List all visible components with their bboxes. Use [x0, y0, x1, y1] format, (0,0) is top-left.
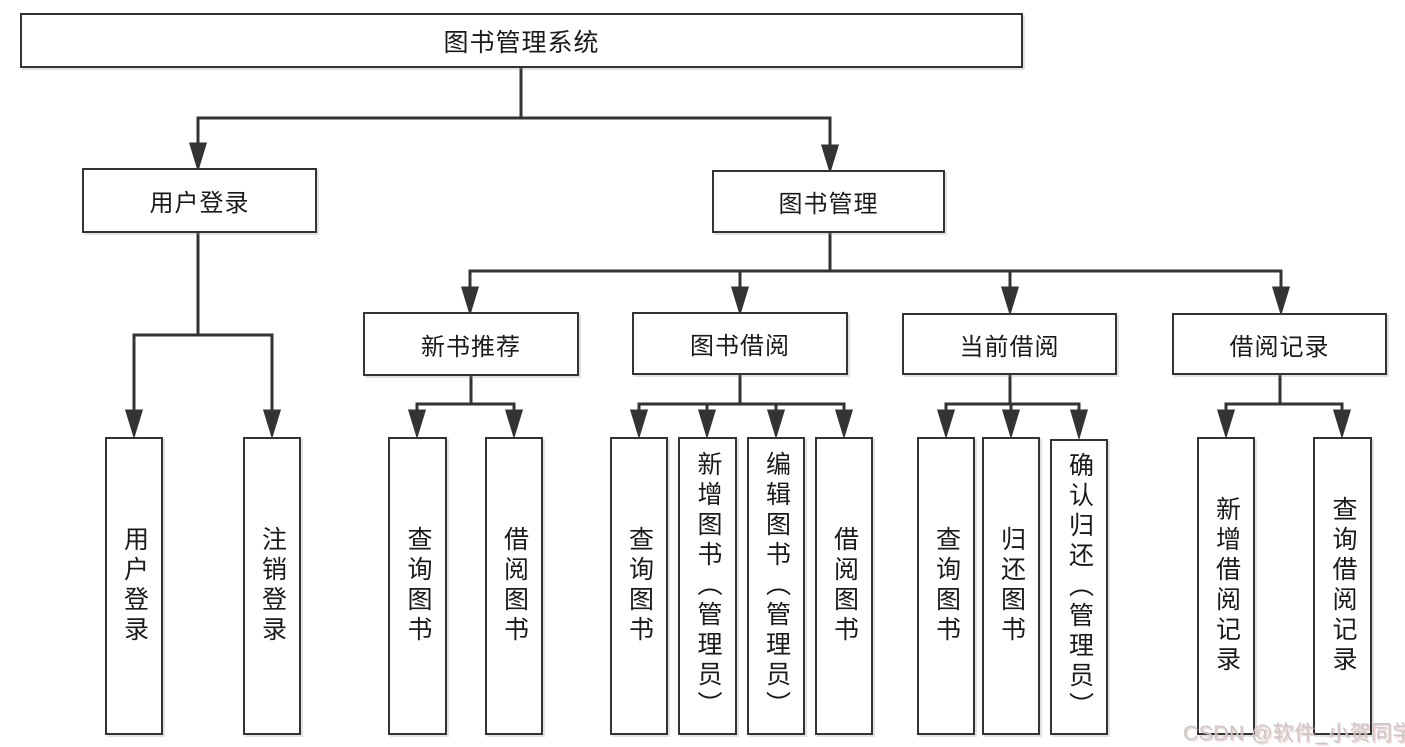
node-leaf-borrow-book-recommend: 借阅图书 [485, 437, 543, 735]
arrowhead-to-current-borrow [1000, 286, 1020, 317]
node-label: 查询借阅记录 [1329, 496, 1357, 676]
node-label: 图书管理 [778, 191, 879, 218]
node-label: 当前借阅 [959, 333, 1060, 361]
node-current-borrowing: 当前借阅 [902, 313, 1117, 375]
node-leaf-borrow-book: 借阅图书 [815, 437, 873, 735]
node-book-management: 图书管理 [712, 170, 945, 233]
connector-current-borrow-to-leaves [936, 373, 1088, 441]
arrowhead-to-user-login-leaf [124, 409, 144, 440]
node-leaf-return-book: 归还图书 [982, 437, 1040, 735]
node-label: 图书借阅 [690, 333, 790, 360]
connector-book-mgmt-to-level2 [460, 231, 1291, 317]
arrowhead-to-logout-leaf [262, 409, 282, 440]
node-book-borrowing: 图书借阅 [632, 312, 848, 375]
node-user-login: 用户登录 [82, 168, 317, 233]
node-label: 查询图书 [625, 526, 654, 646]
node-leaf-add-book-admin: 新增图书（管理员） [678, 437, 737, 735]
connector-root-to-level1 [188, 66, 840, 175]
node-label: 借阅图书 [500, 526, 529, 646]
node-label: 图书管理系统 [443, 28, 600, 57]
node-label: 编辑图书（管理员） [762, 451, 791, 721]
connector-borrow-record-to-leaves [1216, 373, 1352, 440]
node-leaf-query-borrow-record: 查询借阅记录 [1313, 437, 1372, 735]
node-label: 用户登录 [149, 190, 250, 217]
node-leaf-add-borrow-record: 新增借阅记录 [1197, 437, 1255, 735]
arrowhead-to-book-mgmt [820, 144, 840, 175]
node-leaf-query-book-recommend: 查询图书 [388, 437, 447, 735]
node-label: 归还图书 [997, 526, 1026, 646]
connector-new-book-rec-to-leaves [407, 374, 524, 440]
node-new-book-recommend: 新书推荐 [363, 312, 579, 376]
node-library-management-system: 图书管理系统 [20, 13, 1023, 68]
node-label: 用户登录 [120, 526, 149, 646]
node-borrowing-records: 借阅记录 [1172, 313, 1387, 375]
arrowhead-to-new-book-rec [460, 286, 480, 317]
connector-user-login-to-leaves [124, 230, 282, 440]
node-label: 借阅记录 [1229, 333, 1330, 361]
node-label: 新增借阅记录 [1212, 496, 1241, 676]
node-leaf-query-book-current: 查询图书 [917, 437, 975, 735]
node-leaf-edit-book-admin: 编辑图书（管理员） [747, 437, 805, 735]
node-label: 新书推荐 [421, 333, 521, 361]
node-label: 确认归还（管理员） [1065, 452, 1094, 722]
arrowhead-to-book-borrow [730, 286, 750, 317]
node-label: 查询图书 [932, 526, 961, 646]
node-leaf-query-book-borrow: 查询图书 [610, 437, 668, 735]
node-label: 借阅图书 [830, 526, 859, 646]
node-label: 注销登录 [258, 526, 287, 646]
node-leaf-logout: 注销登录 [243, 437, 301, 735]
csdn-watermark: CSDN @软件_小贺同学 [1183, 722, 1405, 745]
node-label: 新增图书（管理员） [694, 451, 722, 721]
node-leaf-user-login: 用户登录 [105, 437, 163, 735]
arrowhead-to-borrow-record [1271, 286, 1291, 317]
node-label: 查询图书 [404, 526, 432, 646]
connector-book-borrow-to-leaves [629, 373, 854, 440]
arrowhead-to-user-login [188, 142, 208, 173]
node-leaf-confirm-return-admin: 确认归还（管理员） [1050, 439, 1108, 735]
